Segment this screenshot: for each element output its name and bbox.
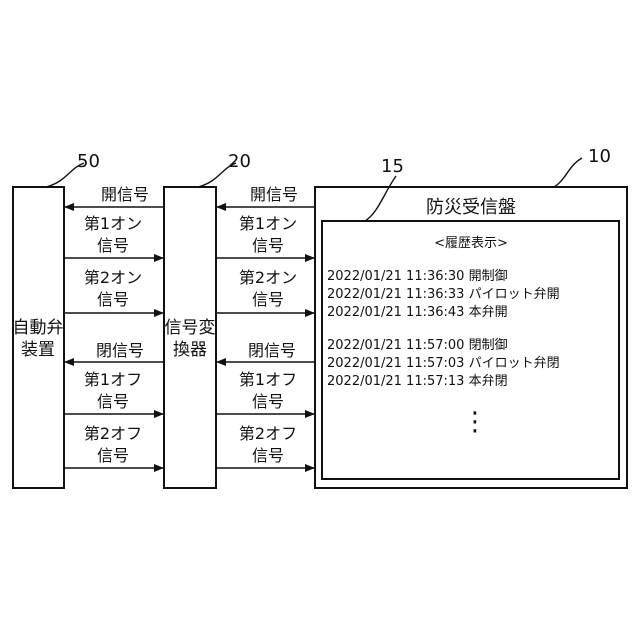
left-on1-label-line2: 信号 [97,236,129,255]
history-row-4: 2022/01/21 11:57:00 閉制御 [327,338,508,353]
right-on2-label-line1: 第2オン [239,268,297,287]
history-row-2: 2022/01/21 11:36:33 パイロット弁開 [327,287,560,302]
ref-leader-10 [554,158,582,187]
valve-label-line2: 装置 [21,340,55,360]
right-off1-label-line2: 信号 [252,392,284,411]
panel-title: 防災受信盤 [426,197,516,218]
right-on1-label-line2: 信号 [252,236,284,255]
left-on2-label-line1: 第2オン [84,268,142,287]
left-off2-label-line2: 信号 [97,446,129,465]
left-close-signal-label: 閉信号 [96,341,144,360]
converter-label-line1: 信号変 [165,318,216,338]
left-off2-label-line1: 第2オフ [84,424,142,443]
left-on1-label-line1: 第1オン [84,214,142,233]
ref-numeral-10: 10 [588,146,611,167]
right-off2-label-line1: 第2オフ [239,424,297,443]
right-on1-label-line1: 第1オン [239,214,297,233]
ref-numeral-50: 50 [77,151,100,172]
valve-label-line1: 自動弁 [13,318,64,338]
history-title: <履歴表示> [434,236,508,251]
history-row-5: 2022/01/21 11:57:03 パイロット弁閉 [327,356,560,371]
right-close-signal-label: 閉信号 [248,341,296,360]
history-row-6: 2022/01/21 11:57:13 本弁閉 [327,374,508,389]
right-off2-label-line2: 信号 [252,446,284,465]
history-continuation-ellipsis: ⋮ [462,407,488,437]
ref-numeral-15: 15 [381,156,404,177]
right-off1-label-line1: 第1オフ [239,370,297,389]
history-row-1: 2022/01/21 11:36:30 開制御 [327,269,508,284]
ref-numeral-20: 20 [228,151,251,172]
left-off1-label-line1: 第1オフ [84,370,142,389]
left-off1-label-line2: 信号 [97,392,129,411]
left-on2-label-line2: 信号 [97,290,129,309]
converter-label-line2: 換器 [173,340,207,360]
right-open-signal-label: 開信号 [250,185,298,204]
left-open-signal-label: 開信号 [101,185,149,204]
history-row-3: 2022/01/21 11:36:43 本弁開 [327,305,508,320]
right-on2-label-line2: 信号 [252,290,284,309]
